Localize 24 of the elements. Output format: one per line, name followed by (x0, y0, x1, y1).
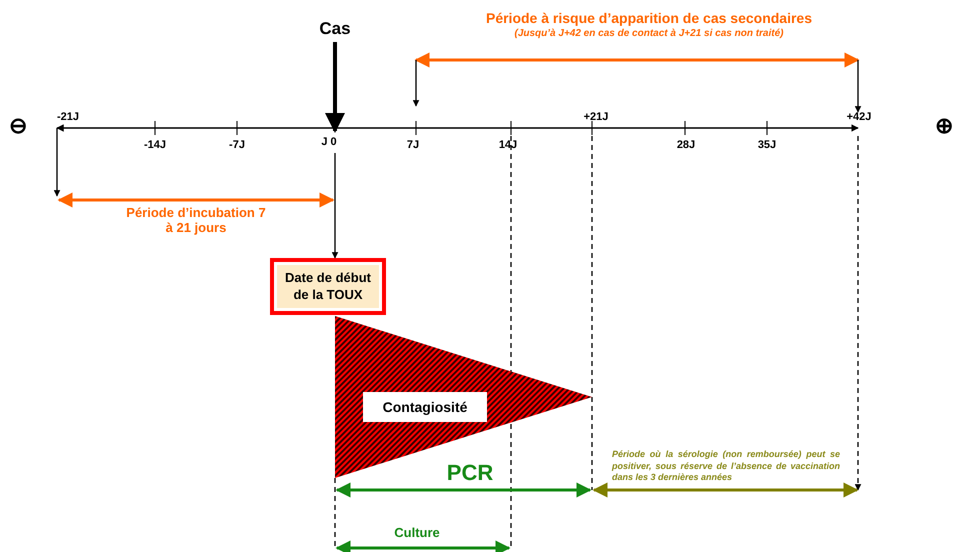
period-label: Période d’incubation 7 à 21 jours (126, 206, 266, 236)
tick-label: +21J (584, 111, 608, 124)
arrow (325, 42, 345, 133)
triangle-label: Contagiosité (363, 392, 487, 422)
minus-sign-icon: ⊖ (9, 115, 27, 137)
method-label: PCR (446, 460, 494, 486)
tick-label: -21J (56, 111, 80, 124)
tick-label: 35J (758, 139, 776, 152)
method-label: Culture (394, 526, 440, 541)
tick-label: -14J (144, 139, 166, 152)
case-label: Cas (312, 16, 358, 42)
tick-label: 7J (406, 139, 420, 152)
box-text: Date de début de la TOUX (277, 265, 379, 308)
serology-note: Période où la sérologie (non remboursée) peut se positiver, sous réserve de l’absence de vaccination dans les 3 dernières années (612, 449, 840, 484)
tick-label: J 0 (318, 131, 340, 153)
tick-label: 28J (676, 139, 696, 152)
period-note: (Jusqu’à J+42 en cas de contact à J+21 si cas non traité) (514, 28, 784, 40)
period-title: Période à risque d’apparition de cas secondaires (486, 10, 812, 26)
event-box (270, 258, 386, 315)
plus-sign-icon: ⊕ (935, 115, 953, 137)
arrow (332, 153, 338, 259)
tick-label: -7J (229, 139, 245, 152)
tick-label: 14J (498, 139, 518, 152)
tick-label: +42J (846, 111, 872, 124)
